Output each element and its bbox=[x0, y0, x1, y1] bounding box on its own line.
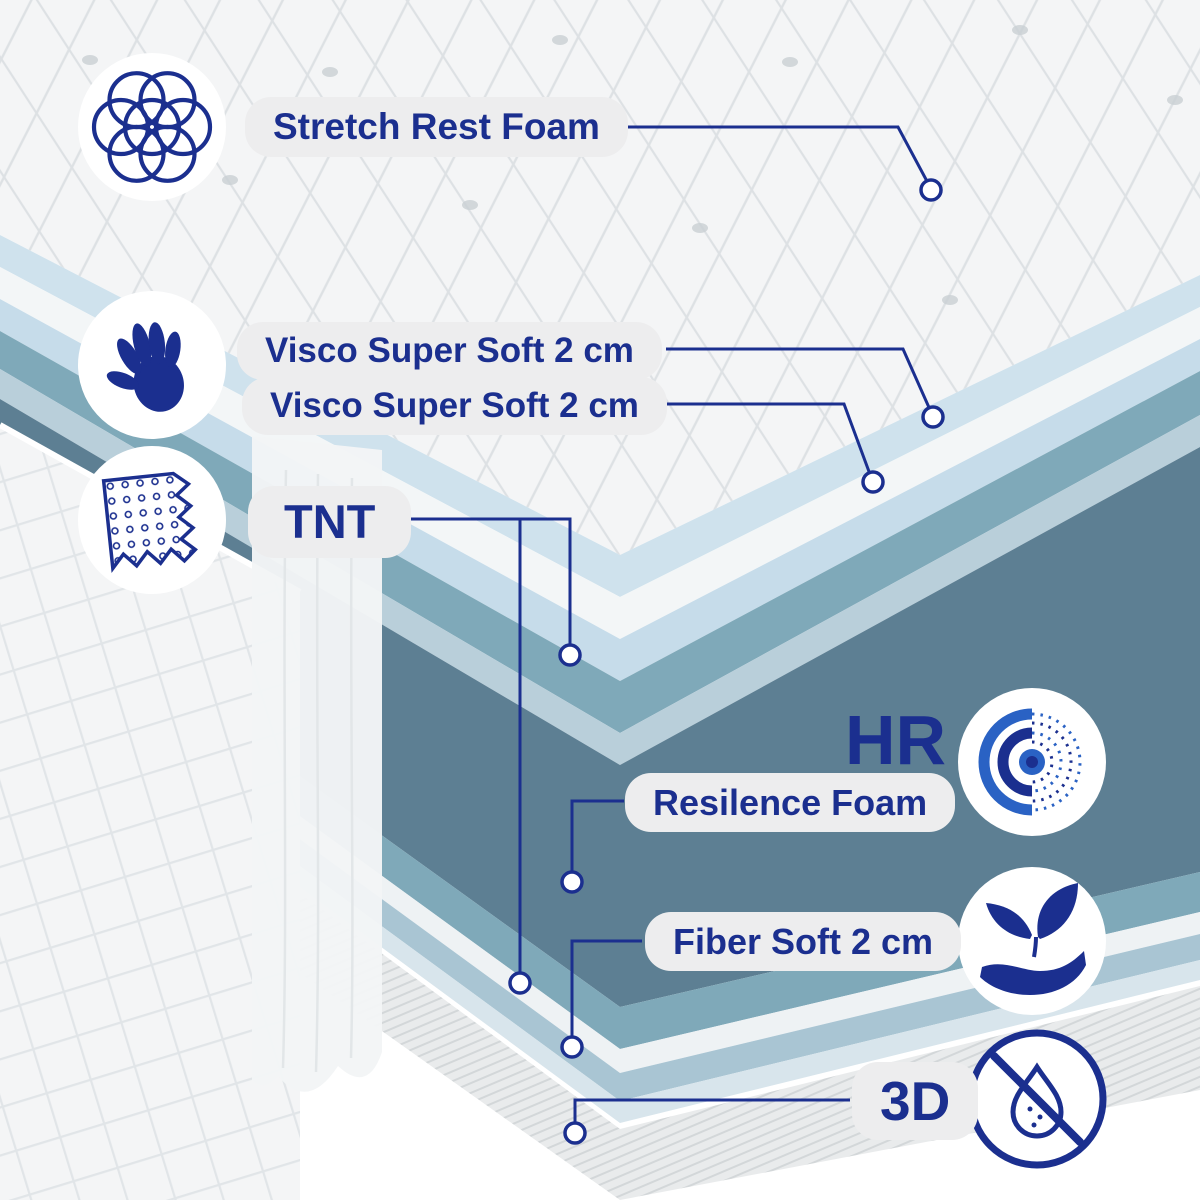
callout-stretch-rest-foam: Stretch Rest Foam bbox=[245, 97, 628, 158]
no-liquid-icon bbox=[967, 1029, 1107, 1169]
leader-dots bbox=[508, 178, 945, 1145]
nonwoven-swatch-icon bbox=[78, 446, 226, 594]
callout-visco-super-soft-1: Visco Super Soft 2 cm bbox=[237, 322, 662, 380]
leader-dot bbox=[919, 178, 943, 202]
leader-dot bbox=[560, 1035, 584, 1059]
layer-foam-white-1 bbox=[0, 267, 1200, 639]
leader-visco-1 bbox=[666, 347, 933, 413]
leader-dot bbox=[563, 1121, 587, 1145]
leader-dot bbox=[861, 470, 885, 494]
callout-3d: 3D bbox=[852, 1062, 979, 1140]
leader-dot bbox=[508, 971, 532, 995]
leader-stretch bbox=[615, 125, 931, 186]
handprint-icon bbox=[78, 291, 226, 439]
leader-hr bbox=[570, 799, 624, 876]
callout-hr-title: HR bbox=[845, 701, 947, 779]
callout-tnt: TNT bbox=[248, 486, 412, 559]
leaf-in-hand-icon bbox=[958, 867, 1106, 1015]
leader-dot bbox=[558, 643, 582, 667]
leader-dot bbox=[560, 870, 584, 894]
target-rings-icon bbox=[958, 688, 1106, 836]
leader-lines bbox=[400, 125, 933, 1127]
layer-foam-teal-1 bbox=[0, 331, 1200, 733]
leader-3d bbox=[573, 1098, 850, 1127]
leader-fiber bbox=[570, 939, 642, 1041]
leader-dot bbox=[921, 405, 945, 429]
callout-visco-super-soft-2: Visco Super Soft 2 cm bbox=[242, 377, 667, 435]
leader-visco-2 bbox=[666, 402, 873, 478]
layer-foam-pale-slate bbox=[0, 369, 1200, 765]
tnt-flap-creases bbox=[281, 469, 354, 1073]
layer-hr-resilence-foam bbox=[0, 399, 1200, 1007]
callout-fiber-soft: Fiber Soft 2 cm bbox=[645, 912, 962, 972]
layer-foam-light-blue-2 bbox=[0, 299, 1200, 681]
overlapping-rings-icon bbox=[78, 53, 226, 201]
quilt-tufts bbox=[82, 25, 1183, 305]
leader-tnt-upper bbox=[400, 517, 572, 649]
mattress-side-panel bbox=[0, 425, 300, 1200]
callout-hr-resilence-foam: Resilence Foam bbox=[625, 773, 956, 833]
layer-foam-light-blue-1 bbox=[0, 235, 1200, 597]
